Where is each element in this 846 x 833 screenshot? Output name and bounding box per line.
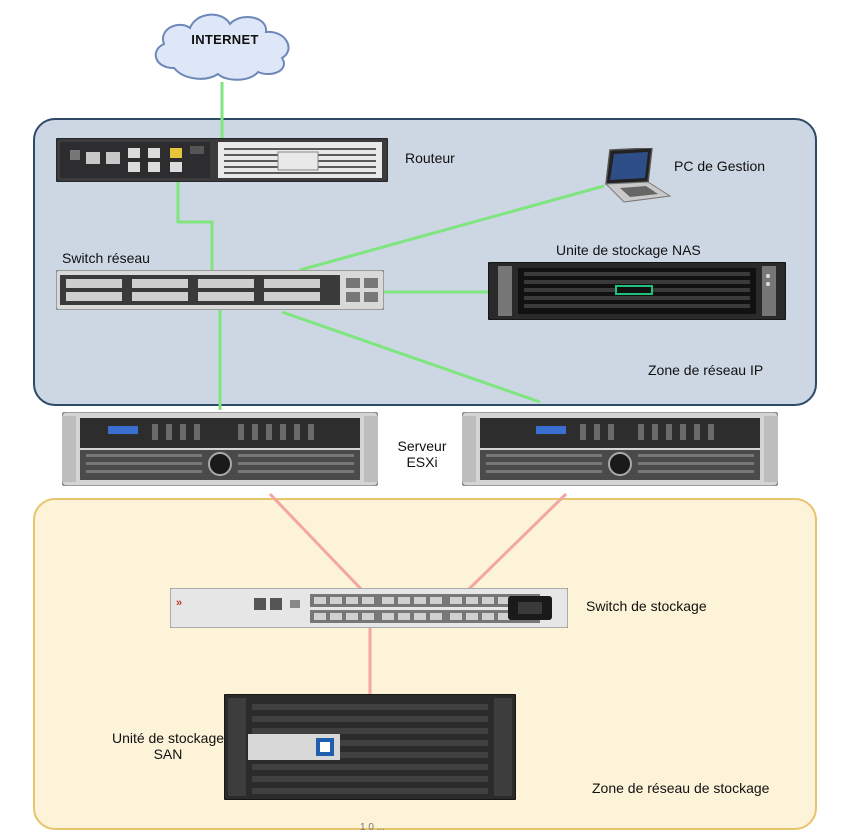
switch-network-label: Switch réseau: [62, 250, 150, 266]
server-label-line1: Serveur: [397, 438, 447, 454]
svg-text:»: »: [176, 597, 182, 609]
server-icon: [62, 412, 378, 486]
caption-fragment: 1 0 ...: [360, 822, 386, 833]
zone-storage-label: Zone de réseau de stockage: [592, 780, 770, 796]
san-label-line1: Unité de stockage: [111, 730, 225, 746]
router-icon: [56, 138, 388, 182]
nas-icon: [488, 262, 786, 320]
server-icon: [462, 412, 778, 486]
storage-switch-label: Switch de stockage: [586, 598, 707, 614]
pc-label: PC de Gestion: [674, 158, 766, 174]
internet-label: INTERNET: [191, 32, 259, 47]
link-switch-server2: [281, 310, 541, 404]
laptop-icon: [604, 148, 672, 203]
zone-ip-label: Zone de réseau IP: [648, 362, 764, 378]
link-server1-storage-switch: [268, 492, 364, 592]
router-label: Routeur: [405, 150, 455, 166]
san-label-line2: SAN: [153, 746, 183, 762]
fc-switch-icon: »: [170, 588, 568, 628]
link-router-switch: [176, 178, 214, 272]
link-server2-storage-switch: [466, 492, 568, 592]
network-switch-icon: [56, 270, 384, 310]
san-icon: [224, 694, 516, 800]
link-switch-pc: [299, 184, 605, 272]
server-label: Serveur ESXi: [384, 438, 460, 470]
server-label-line2: ESXi: [406, 454, 438, 470]
nas-label: Unite de stockage NAS: [556, 242, 701, 258]
cloud-icon: [154, 13, 290, 81]
san-label: Unité de stockage SAN: [86, 730, 250, 762]
